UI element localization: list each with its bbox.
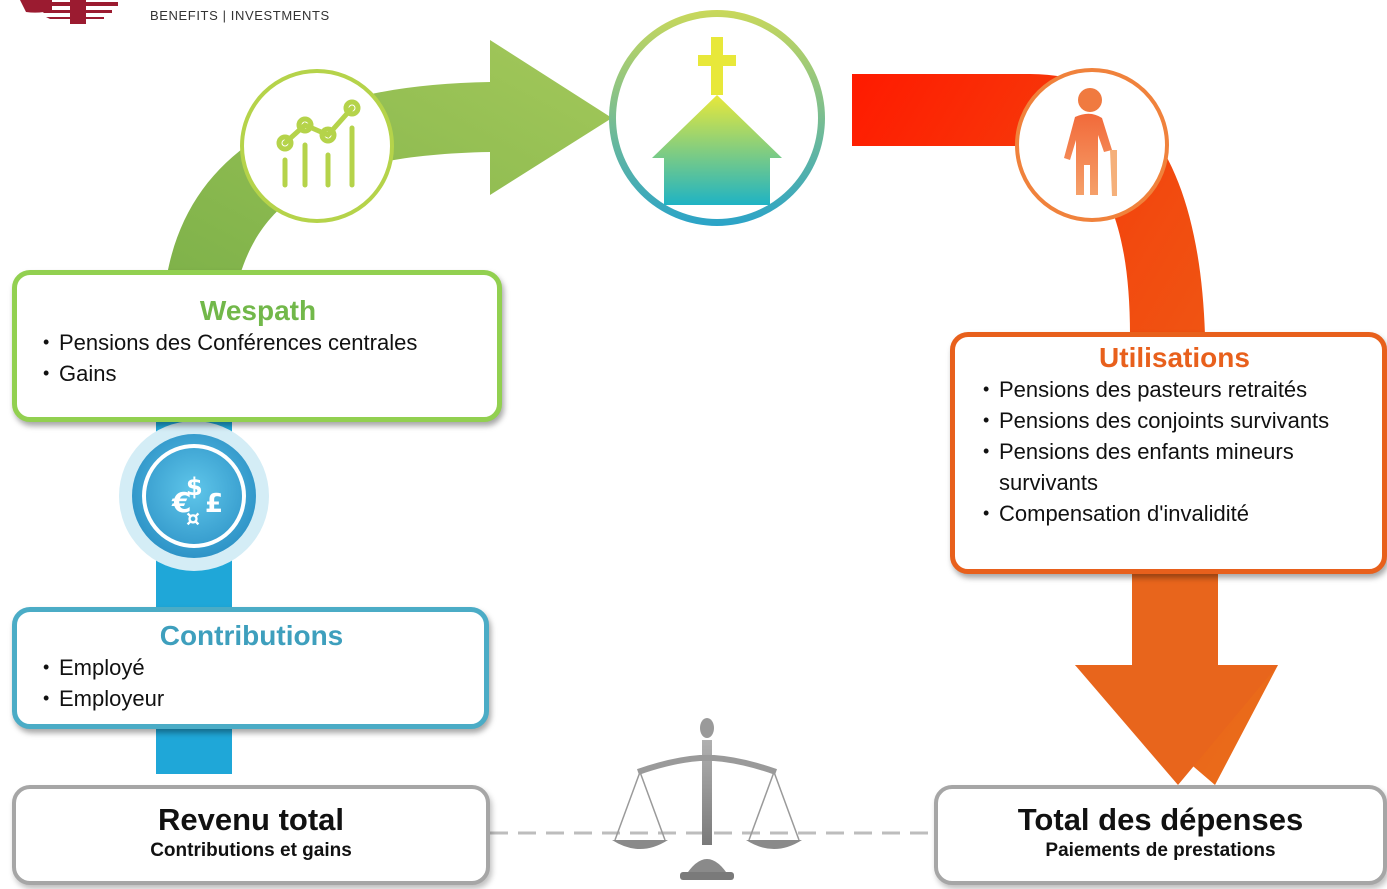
total-expenses-box: Total des dépenses Paiements de prestati… bbox=[934, 785, 1387, 885]
list-item: Pensions des conjoints survivants bbox=[977, 405, 1372, 436]
list-item: Employé bbox=[37, 652, 466, 683]
growth-chart-icon bbox=[240, 69, 394, 223]
svg-text:¤: ¤ bbox=[186, 507, 200, 532]
total-revenue-subtitle: Contributions et gains bbox=[150, 840, 352, 861]
list-item: Pensions des pasteurs retraités bbox=[977, 374, 1372, 405]
wespath-title: Wespath bbox=[199, 295, 317, 326]
list-item: Employeur bbox=[37, 683, 466, 714]
wespath-logo bbox=[20, 0, 118, 24]
total-revenue-box: Revenu total Contributions et gains bbox=[12, 785, 490, 885]
utilisations-box: Utilisations Pensions des pasteurs retra… bbox=[950, 332, 1387, 574]
svg-text:€: € bbox=[171, 486, 191, 519]
contributions-title: Contributions bbox=[159, 620, 344, 651]
currency-exchange-icon: € $ £ ¤ bbox=[119, 421, 269, 571]
list-item: Compensation d'invalidité bbox=[977, 498, 1372, 529]
list-item: Pensions des enfants mineurs survivants bbox=[977, 436, 1372, 498]
total-expenses-subtitle: Paiements de prestations bbox=[1045, 840, 1276, 861]
list-item: Pensions des Conférences centrales bbox=[37, 327, 479, 358]
wespath-list: Pensions des Conférences centrales Gains bbox=[37, 327, 479, 389]
church-icon bbox=[609, 10, 825, 226]
total-revenue-title: Revenu total bbox=[157, 802, 345, 837]
total-expenses-title: Total des dépenses bbox=[1017, 802, 1304, 837]
list-item: Gains bbox=[37, 358, 479, 389]
balance-scale-icon bbox=[612, 718, 802, 880]
svg-text:$: $ bbox=[186, 473, 203, 501]
elderly-person-icon bbox=[1015, 68, 1169, 222]
logo-tagline: BENEFITS | INVESTMENTS bbox=[150, 8, 330, 23]
utilisations-list: Pensions des pasteurs retraités Pensions… bbox=[977, 374, 1372, 529]
svg-text:£: £ bbox=[205, 489, 223, 519]
utilisations-title: Utilisations bbox=[1099, 342, 1250, 373]
contributions-box: Contributions Employé Employeur bbox=[12, 607, 489, 729]
contributions-list: Employé Employeur bbox=[37, 652, 466, 714]
wespath-box: Wespath Pensions des Conférences central… bbox=[12, 270, 502, 422]
